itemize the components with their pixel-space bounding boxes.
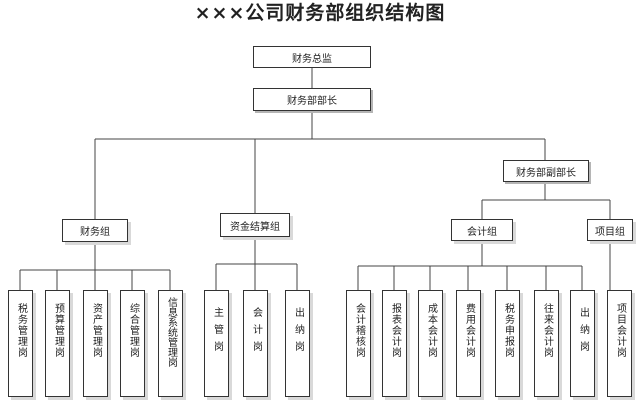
department-head-box: 财务部部长 — [253, 88, 371, 111]
post-box: 主管岗 — [204, 290, 229, 397]
accounting-group-box: 会计组 — [451, 219, 513, 241]
post-label: 税务申报岗 — [502, 303, 514, 358]
post-label: 报表会计岗 — [389, 303, 401, 358]
post-label: 预算管理岗 — [52, 303, 64, 358]
post-label: 资产管理岗 — [90, 303, 102, 358]
post-box: 往来会计岗 — [534, 290, 559, 397]
post-label: 主管岗 — [211, 307, 223, 358]
project-group-box: 项目组 — [587, 219, 633, 241]
director-box: 财务总监 — [253, 46, 371, 68]
finance-group-box: 财务组 — [62, 219, 128, 242]
post-box: 资产管理岗 — [83, 290, 108, 397]
post-label: 会计岗 — [250, 307, 262, 358]
post-box: 成本会计岗 — [418, 290, 443, 397]
post-label: 项目会计岗 — [614, 303, 626, 358]
post-label: 信息系统管理岗 — [165, 297, 177, 367]
post-box: 综合管理岗 — [120, 290, 145, 397]
post-label: 出纳岗 — [577, 307, 589, 358]
deputy-head-box: 财务部副部长 — [503, 160, 589, 182]
chart-title: ×××公司财务部组织结构图 — [194, 2, 446, 24]
post-box: 会计岗 — [243, 290, 268, 397]
post-box: 会计稽核岗 — [346, 290, 371, 397]
post-box: 税务申报岗 — [495, 290, 520, 397]
settlement-group-box: 资金结算组 — [220, 213, 290, 237]
post-label: 综合管理岗 — [127, 303, 139, 358]
post-label: 费用会计岗 — [463, 303, 475, 358]
post-box: 出纳岗 — [285, 290, 310, 397]
post-label: 成本会计岗 — [425, 303, 437, 358]
post-label: 出纳岗 — [292, 307, 304, 358]
post-box: 预算管理岗 — [45, 290, 70, 397]
post-box: 费用会计岗 — [456, 290, 481, 397]
post-box: 报表会计岗 — [382, 290, 407, 397]
post-label: 税务管理岗 — [15, 303, 27, 358]
post-box: 信息系统管理岗 — [158, 290, 183, 397]
post-box: 税务管理岗 — [8, 290, 33, 397]
post-box: 项目会计岗 — [607, 290, 632, 397]
post-label: 会计稽核岗 — [353, 303, 365, 358]
post-box: 出纳岗 — [570, 290, 595, 397]
post-label: 往来会计岗 — [541, 303, 553, 358]
